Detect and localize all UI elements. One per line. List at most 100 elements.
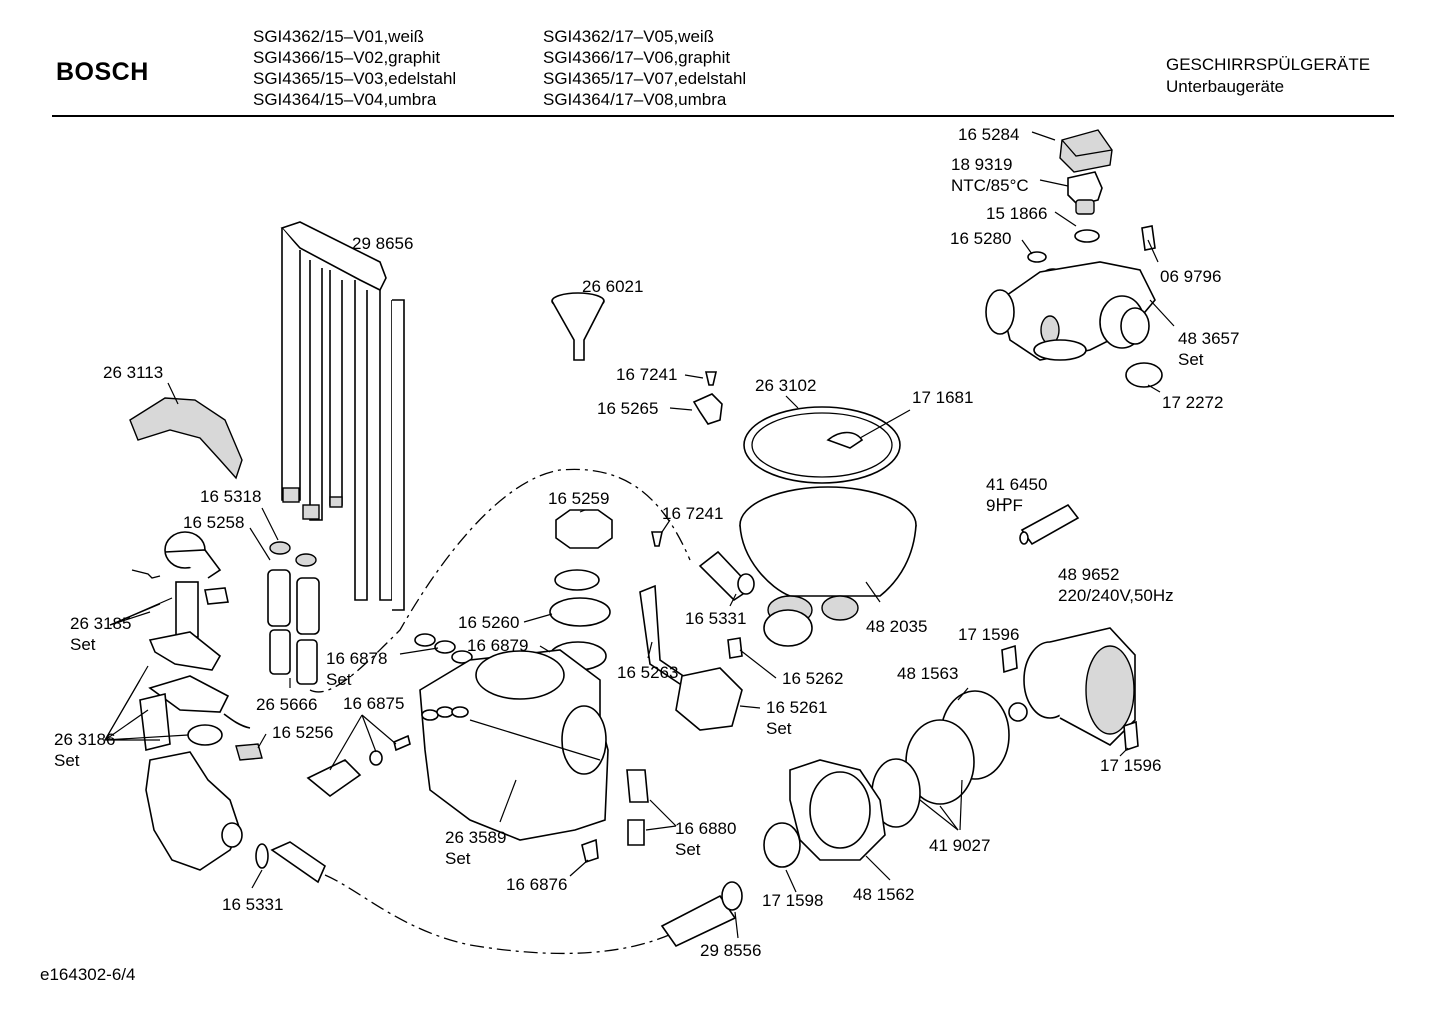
model-entry: SGI4362/17–V05,weiß <box>543 27 715 46</box>
o-ring <box>721 881 743 911</box>
clip <box>1141 225 1156 251</box>
model-list-right: SGI4362/17–V05,weiß SGI4366/17–V06,graph… <box>543 26 746 110</box>
sleeve <box>296 577 320 635</box>
spray-nut <box>555 509 613 549</box>
ntc-sensor <box>1067 171 1103 215</box>
part-label: 16 5256 <box>272 723 334 742</box>
o-ring <box>1027 251 1047 263</box>
part-label: 17 1596 <box>1100 756 1162 775</box>
screw <box>651 531 663 547</box>
seal-plate <box>148 675 230 713</box>
regeneration-valve <box>675 667 743 731</box>
o-ring <box>269 541 291 555</box>
part-label: 16 5280 <box>950 229 1012 248</box>
heating-element <box>280 221 405 611</box>
hose-ring <box>763 609 813 647</box>
aqua-sensor-housing <box>145 751 243 871</box>
valve-insert <box>306 759 362 798</box>
model-list-left: SGI4362/15–V01,weiß SGI4366/15–V02,graph… <box>253 26 456 110</box>
model-entry: SGI4365/17–V07,edelstahl <box>543 69 747 88</box>
seal-ring <box>763 822 801 868</box>
part-label: 16 5262 <box>782 669 844 688</box>
water-switch-assembly <box>985 261 1156 361</box>
hose-routing-line <box>324 874 681 955</box>
part-label: 26 6021 <box>582 277 644 296</box>
clip <box>235 743 263 761</box>
bracket <box>139 693 171 751</box>
part-label: 16 5259 <box>548 489 610 508</box>
model-entry: SGI4364/17–V08,umbra <box>543 90 727 109</box>
category-subtitle: Unterbaugeräte <box>1166 77 1285 96</box>
part-label: 48 1563 <box>897 664 959 683</box>
part-label: 17 1598 <box>762 891 824 910</box>
document-reference: e164302-6/4 <box>40 965 136 984</box>
o-ring <box>255 843 269 869</box>
part-label: 17 2272 <box>1162 393 1224 412</box>
thermostat-cap <box>1059 129 1113 173</box>
retainer-clip <box>692 393 723 425</box>
brand-logo: BOSCH <box>56 58 149 86</box>
spring <box>296 639 318 685</box>
hose-routing-line <box>309 468 691 693</box>
part-label: 16 6876 <box>506 875 568 894</box>
clip <box>727 637 743 659</box>
part-label: 16 5263 <box>617 663 679 682</box>
part-label: 16 5265 <box>597 399 659 418</box>
o-ring <box>295 553 317 567</box>
pump-pot <box>739 486 917 625</box>
motor-clip <box>1001 644 1018 674</box>
part-label: 06 9796 <box>1160 267 1222 286</box>
part-label: 16 5284 <box>958 125 1020 144</box>
coupling <box>1008 702 1028 722</box>
category-title: GESCHIRRSPÜLGERÄTE <box>1166 55 1371 74</box>
pump-motor <box>1023 627 1136 746</box>
sensor-cover <box>129 397 243 480</box>
model-entry: SGI4366/17–V06,graphit <box>543 48 731 67</box>
model-entry: SGI4364/15–V04,umbra <box>253 90 437 109</box>
part-label: 16 7241 <box>662 504 724 523</box>
part-label: 26 3113 <box>103 363 164 382</box>
sleeve <box>267 569 291 627</box>
cap <box>627 819 645 846</box>
o-ring <box>369 750 383 766</box>
plug <box>626 769 649 803</box>
corrugated-hose <box>660 894 737 948</box>
part-label: 17 1596 <box>958 625 1020 644</box>
pin <box>393 734 411 752</box>
seal-ring <box>554 569 600 591</box>
sump-seal <box>743 406 901 484</box>
part-label: 41 9027 <box>929 836 991 855</box>
part-label: 16 5258 <box>183 513 245 532</box>
part-label: 48 1562 <box>853 885 915 904</box>
corrugated-hose <box>270 841 326 884</box>
float-disc <box>434 640 456 654</box>
model-entry: SGI4366/15–V02,graphit <box>253 48 441 67</box>
capacitor <box>1019 503 1080 546</box>
part-label: 16 6879 <box>467 636 529 655</box>
part-label: 15 1866 <box>986 204 1048 223</box>
part-label: 16 6875 <box>343 694 405 713</box>
cap <box>187 724 223 746</box>
filter-ring <box>549 597 611 627</box>
model-entry: SGI4365/15–V03,edelstahl <box>253 69 457 88</box>
spring <box>269 629 291 675</box>
motor-clip <box>1123 720 1139 752</box>
part-label: 16 5260 <box>458 613 520 632</box>
pump-housing <box>789 759 886 861</box>
part-label: 29 8656 <box>352 234 414 253</box>
part-label: 48 2035 <box>866 617 928 636</box>
part-label: 29 8556 <box>700 941 762 960</box>
funnel <box>551 292 605 361</box>
float-disc <box>414 633 436 647</box>
part-label: 16 5331 <box>222 895 284 914</box>
